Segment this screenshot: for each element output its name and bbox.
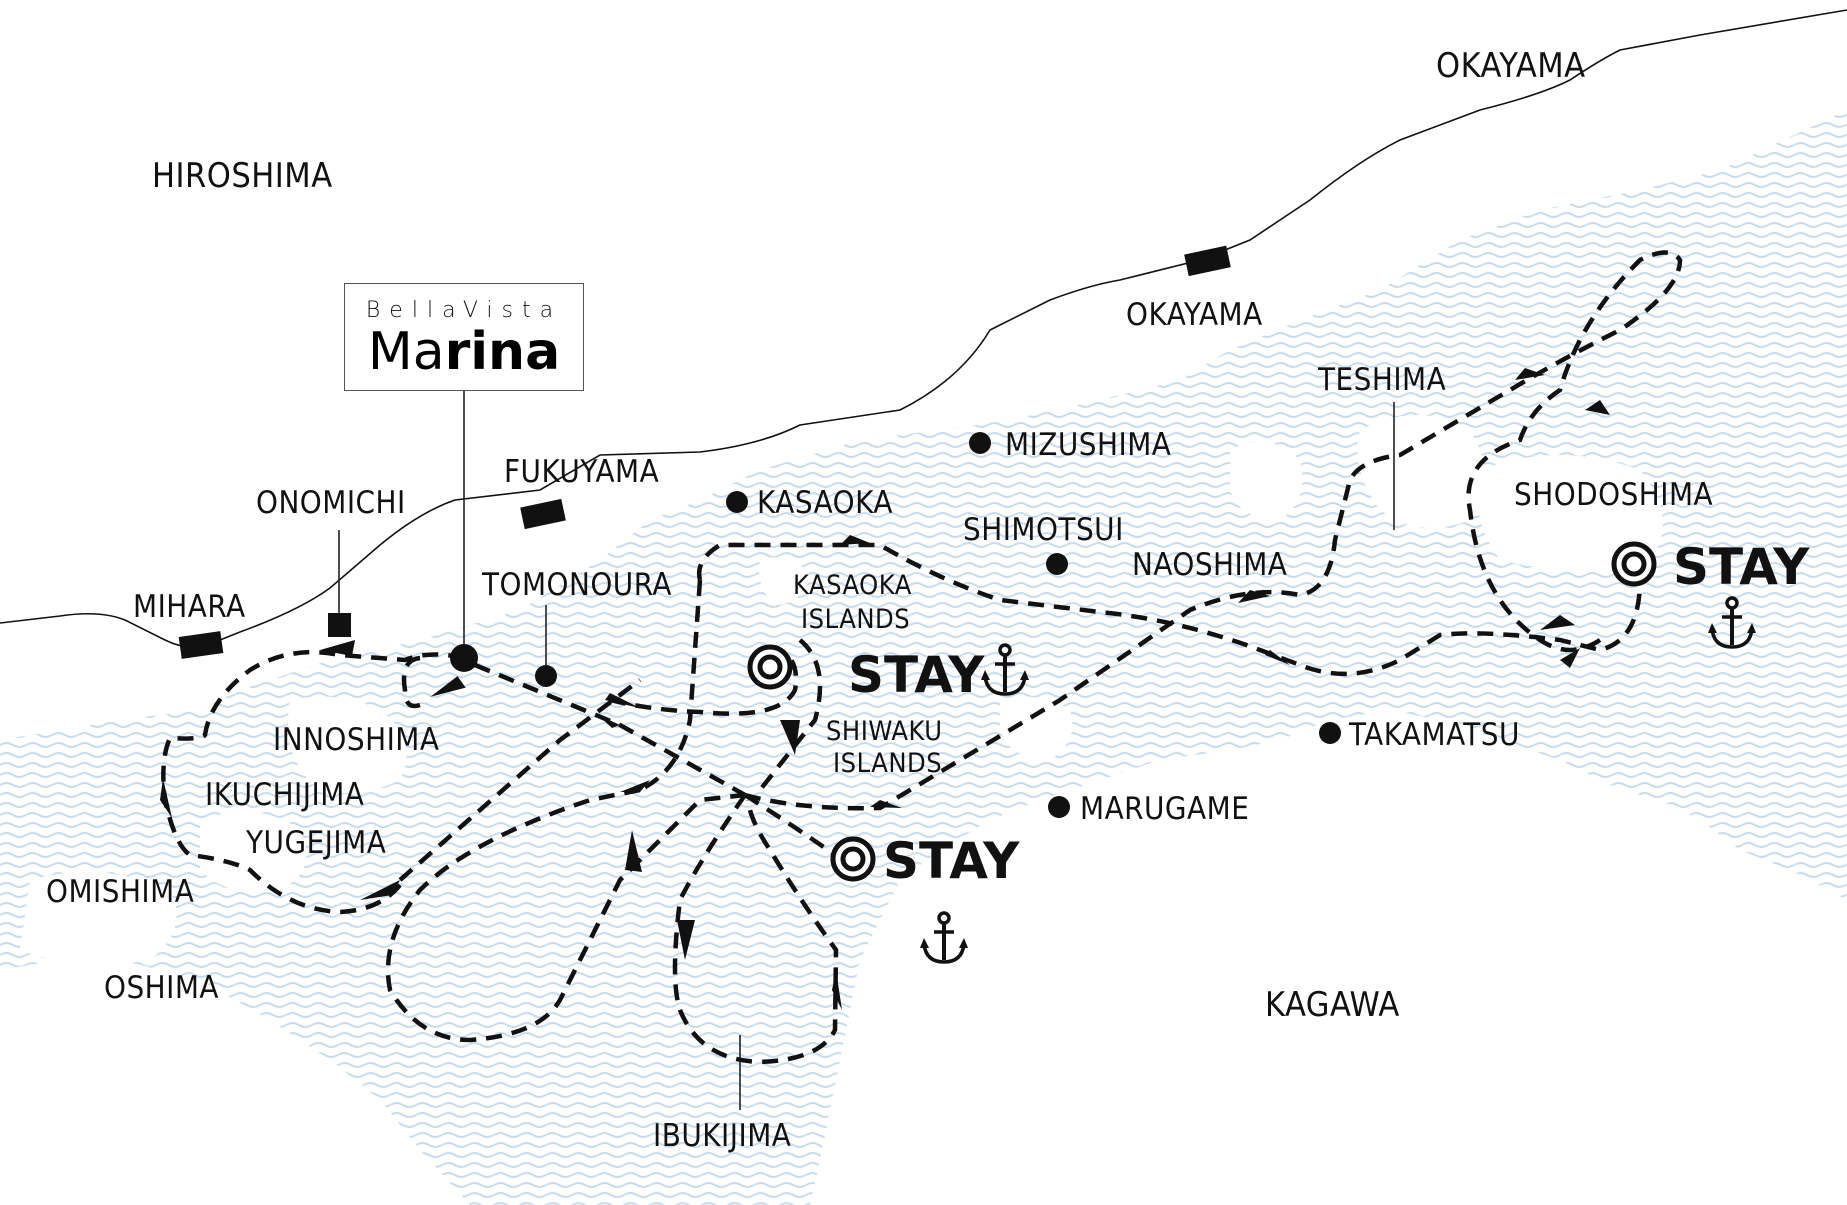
place-innoshima: INNOSHIMA [273,722,439,758]
place-ikuchijima: IKUCHIJIMA [205,777,364,813]
fukuyama-station-marker [520,498,566,530]
logo-line-2-light: Ma [367,322,445,382]
place-omishima: OMISHIMA [46,874,194,910]
place-shiwaku-islands-2: ISLANDS [833,748,942,779]
target-icon [833,839,873,879]
place-takamatsu: TAKAMATSU [1348,717,1520,753]
place-kasaoka-islands-1: KASAOKA [793,570,912,601]
takamatsu-dot [1319,722,1341,744]
region-hiroshima: HIROSHIMA [152,156,333,196]
anchor-icon [918,911,970,964]
station-fukuyama: FUKUYAMA [504,454,659,490]
marugame-dot [1048,796,1070,818]
place-shodoshima: SHODOSHIMA [1514,477,1713,513]
place-ibukijima: IBUKIJIMA [653,1118,791,1154]
stay-marker-shiwaku: STAY [833,832,1020,964]
mihara-station-marker [178,631,224,659]
map-labels: HIROSHIMA OKAYAMA KAGAWA MIHARA ONOMICHI… [46,46,1713,1154]
place-shiwaku-islands-1: SHIWAKU [826,716,943,747]
stay-marker-shodoshima: STAY [1614,538,1810,649]
station-okayama: OKAYAMA [1126,297,1263,333]
svg-text:STAY: STAY [848,646,985,704]
region-okayama: OKAYAMA [1436,46,1586,86]
route-arrows [160,368,1610,1010]
tomonoura-dot [535,665,557,687]
mizushima-dot [969,432,991,454]
place-teshima: TESHIMA [1317,362,1446,398]
place-shimotsui: SHIMOTSUI [963,512,1124,548]
place-mizushima: MIZUSHIMA [1005,427,1171,463]
station-onomichi: ONOMICHI [256,485,406,521]
place-kasaoka: KASAOKA [757,485,893,521]
target-icon [1614,544,1654,584]
place-naoshima: NAOSHIMA [1132,547,1287,583]
logo-line-1: BellaVista [365,298,563,323]
place-tomonoura: TOMONOURA [481,567,672,603]
place-oshima: OSHIMA [104,970,219,1006]
sea-area [0,110,1847,1205]
cruise-routes [161,250,1683,1065]
logo-line-2-bold: rina [444,322,561,382]
shimotsui-dot [1046,553,1068,575]
place-marugame: MARUGAME [1080,791,1249,827]
logo-line-2: Marina [345,322,583,382]
islands [0,415,1663,1205]
okayama-station-marker [1184,245,1231,277]
region-kagawa: KAGAWA [1265,985,1400,1025]
svg-text:STAY: STAY [1673,538,1810,596]
place-yugejima: YUGEJIMA [245,825,386,861]
coastline [0,9,1847,648]
station-mihara: MIHARA [133,589,246,625]
stay-marker-kasaoka: STAY [750,643,1031,704]
place-kasaoka-islands-2: ISLANDS [801,604,910,635]
target-icon [750,647,790,687]
bellavista-marina-logo: BellaVista Marina [344,283,584,391]
onomichi-station-marker [328,613,351,637]
svg-text:STAY: STAY [883,832,1020,890]
kasaoka-dot [726,491,748,513]
